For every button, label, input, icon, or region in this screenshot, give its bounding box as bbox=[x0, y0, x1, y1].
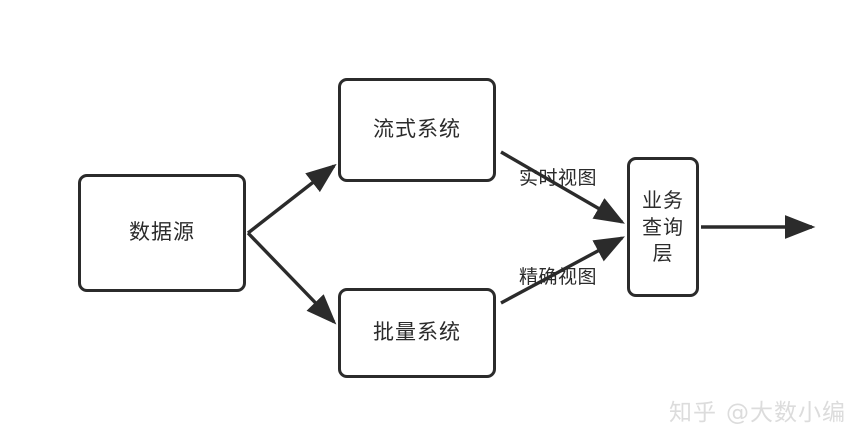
edge-stream-to-query bbox=[500, 150, 625, 224]
watermark-handle: @大数小编 bbox=[726, 400, 846, 426]
edge-label-accurate-view: 精确视图 bbox=[519, 266, 598, 288]
node-streaming-system-label: 流式系统 bbox=[373, 117, 461, 142]
node-data-source-label: 数据源 bbox=[129, 220, 195, 245]
node-business-query-layer[interactable]: 业务 查询 层 bbox=[627, 157, 699, 297]
node-data-source[interactable]: 数据源 bbox=[78, 174, 246, 292]
zhihu-logo: 知乎 bbox=[669, 400, 717, 426]
edge-source-to-batch bbox=[246, 231, 337, 325]
edge-source-to-stream bbox=[246, 163, 337, 235]
query-label-line-3: 层 bbox=[652, 241, 674, 266]
query-label-line-2: 查询 bbox=[642, 214, 684, 239]
edge-label-realtime-view: 实时视图 bbox=[519, 167, 598, 189]
edge-batch-to-query bbox=[500, 236, 625, 305]
node-streaming-system[interactable]: 流式系统 bbox=[338, 78, 496, 182]
node-batch-system-label: 批量系统 bbox=[373, 320, 461, 345]
node-business-query-layer-label: 业务 查询 层 bbox=[642, 187, 684, 266]
watermark: 知乎 @大数小编 bbox=[669, 393, 846, 427]
query-label-line-1: 业务 bbox=[642, 188, 684, 213]
node-batch-system[interactable]: 批量系统 bbox=[338, 288, 496, 378]
